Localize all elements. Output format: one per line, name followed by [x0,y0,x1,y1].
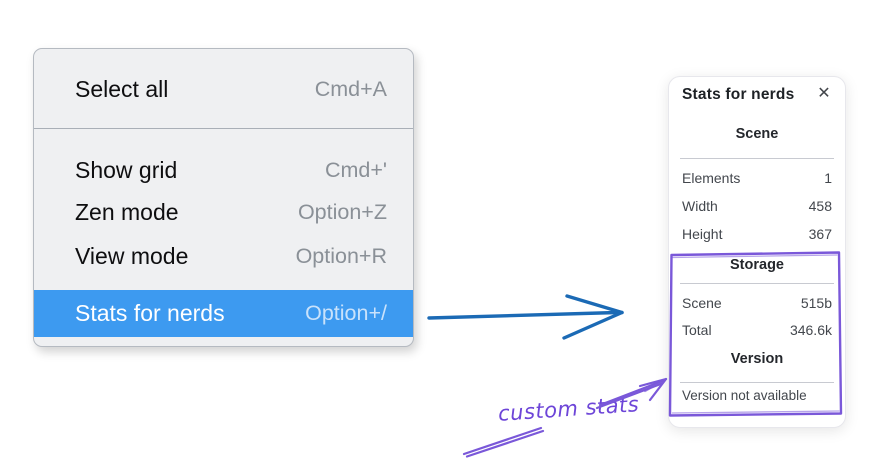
menu-item-show-grid[interactable]: Show grid Cmd+' [34,148,413,192]
stat-label: Width [682,198,718,214]
divider [680,283,834,284]
menu-item-select-all[interactable]: Select all Cmd+A [34,63,413,115]
stat-label: Elements [682,170,741,186]
stats-panel: Stats for nerds ✕ Scene Elements 1 Width… [668,76,846,428]
stat-value: 367 [808,226,832,242]
menu-item-label: Stats for nerds [75,300,225,326]
stat-label: Height [682,226,723,242]
close-icon[interactable]: ✕ [817,85,831,102]
menu-item-label: Select all [75,75,169,102]
menu-item-label: Zen mode [75,198,179,225]
stat-label: Total [682,322,712,338]
menu-item-shortcut: Option+Z [297,199,387,224]
stat-row-scene-size: Scene 515b [682,292,832,314]
stat-value: 458 [808,198,832,214]
menu-item-label: View mode [75,242,189,269]
custom-stats-label[interactable]: custom stats [497,392,640,426]
menu-item-zen-mode[interactable]: Zen mode Option+Z [34,190,413,234]
stat-value: 515b [800,295,832,311]
stat-value: 1 [824,170,832,186]
menu-item-view-mode[interactable]: View mode Option+R [34,234,413,278]
divider [680,382,834,383]
stat-value: 346.6k [789,322,832,338]
section-heading-scene: Scene [735,126,779,142]
stat-row-elements: Elements 1 [682,167,832,189]
menu-divider [34,128,413,129]
stat-row-width: Width 458 [682,195,832,217]
stat-row-height: Height 367 [682,223,832,245]
section-heading-version: Version [730,351,784,367]
version-note: Version not available [682,388,807,403]
blue-arrow[interactable] [427,294,624,340]
panel-title: Stats for nerds [682,86,795,103]
divider [680,158,834,159]
menu-item-shortcut: Option+/ [305,301,387,325]
stat-row-total-size: Total 346.6k [682,319,832,341]
stat-label: Scene [682,295,722,311]
menu-item-stats-for-nerds[interactable]: Stats for nerds Option+/ [34,290,413,337]
menu-item-shortcut: Cmd+' [324,157,387,182]
context-menu: Select all Cmd+A Show grid Cmd+' Zen mod… [33,48,414,347]
menu-item-shortcut: Option+R [295,243,387,268]
section-heading-storage: Storage [730,257,784,273]
menu-item-shortcut: Cmd+A [314,76,387,101]
menu-item-label: Show grid [75,156,178,183]
